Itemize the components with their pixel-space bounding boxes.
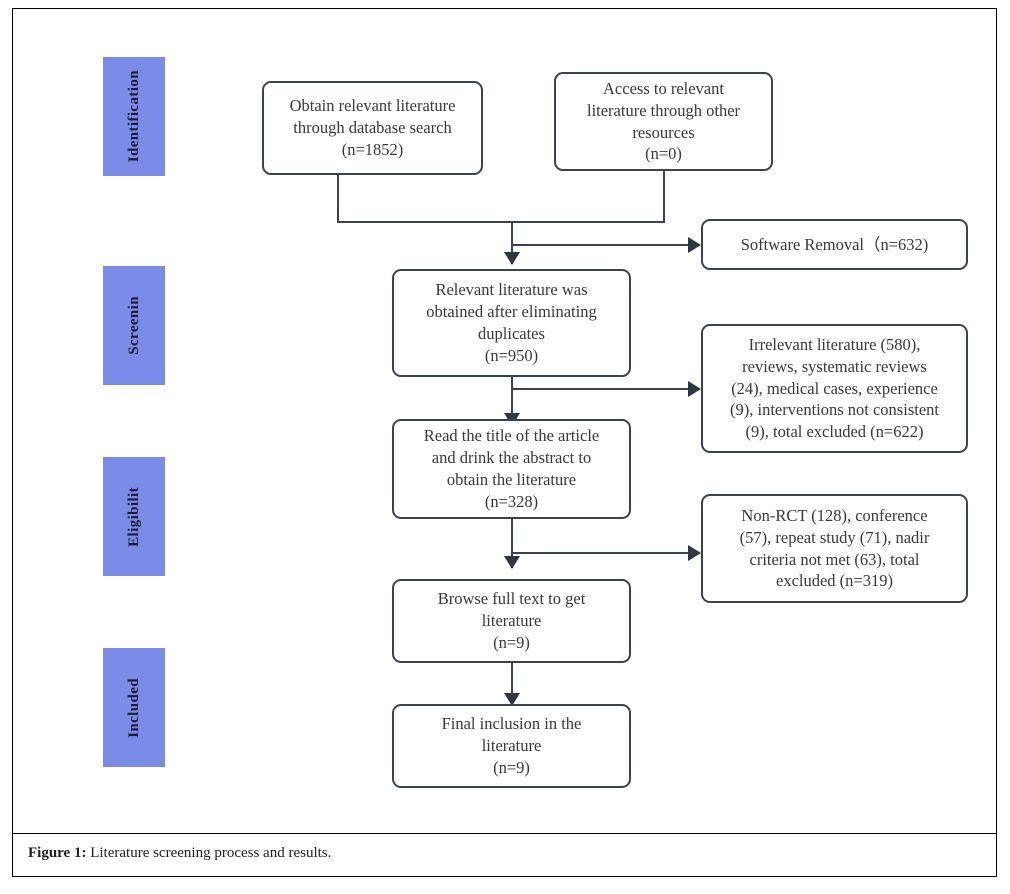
- connector-database-down: [337, 174, 339, 222]
- connector-merge-bar: [337, 221, 665, 223]
- connector-trunk-to-final: [511, 662, 513, 706]
- caption-divider: [12, 833, 997, 834]
- box-irrelevant-excluded-text: Irrelevant literature (580), reviews, sy…: [730, 335, 939, 442]
- stage-bar-included: Included: [103, 648, 165, 767]
- stage-label-eligibility: Eligibilit: [125, 486, 142, 547]
- box-final-inclusion[interactable]: Final inclusion in the literature (n=9): [392, 704, 631, 788]
- arrowhead-to-duplicates: [504, 252, 520, 265]
- figure-caption-text: Literature screening process and results…: [86, 845, 332, 861]
- box-duplicates-removed-text: Relevant literature was obtained after e…: [426, 280, 597, 365]
- figure-frame: [12, 8, 997, 877]
- connector-branch-software-removal: [511, 244, 691, 246]
- box-database-search-text: Obtain relevant literature through datab…: [289, 96, 456, 159]
- box-duplicates-removed[interactable]: Relevant literature was obtained after e…: [392, 269, 631, 377]
- connector-branch-irrelevant: [511, 388, 691, 390]
- box-fulltext-review-text: Browse full text to get literature (n=9): [437, 589, 586, 652]
- stage-label-included: Included: [125, 677, 142, 738]
- stage-bar-eligibility: Eligibilit: [103, 457, 165, 576]
- box-other-resources[interactable]: Access to relevant literature through ot…: [554, 72, 773, 171]
- box-fulltext-excluded-text: Non-RCT (128), conference (57), repeat s…: [739, 505, 930, 591]
- box-irrelevant-excluded[interactable]: Irrelevant literature (580), reviews, sy…: [701, 324, 968, 453]
- box-title-abstract-screen[interactable]: Read the title of the article and drink …: [392, 419, 631, 519]
- stage-label-screening: Screenin: [125, 296, 142, 355]
- connector-trunk-to-duplicates: [511, 221, 513, 264]
- box-fulltext-review[interactable]: Browse full text to get literature (n=9): [392, 579, 631, 663]
- box-final-inclusion-text: Final inclusion in the literature (n=9): [441, 714, 582, 777]
- box-other-resources-text: Access to relevant literature through ot…: [586, 78, 741, 164]
- box-database-search[interactable]: Obtain relevant literature through datab…: [262, 81, 483, 175]
- connector-branch-fulltext-excluded: [511, 552, 691, 554]
- arrowhead-to-fulltext: [504, 556, 520, 569]
- connector-other-down: [663, 170, 665, 222]
- stage-bar-identification: Identification: [103, 57, 165, 176]
- connector-trunk-to-title-abstract: [511, 376, 513, 425]
- box-title-abstract-screen-text: Read the title of the article and drink …: [423, 426, 600, 511]
- figure-caption: Figure 1: Literature screening process a…: [28, 845, 331, 862]
- box-software-removal[interactable]: Software Removal（n=632): [701, 219, 968, 270]
- stage-label-identification: Identification: [125, 70, 142, 163]
- box-software-removal-text: Software Removal（n=632): [740, 234, 929, 254]
- arrowhead-software-removal: [688, 237, 701, 253]
- connector-trunk-to-fulltext: [511, 518, 513, 568]
- stage-bar-screening: Screenin: [103, 266, 165, 385]
- arrowhead-fulltext-excluded: [688, 545, 701, 561]
- box-fulltext-excluded[interactable]: Non-RCT (128), conference (57), repeat s…: [701, 494, 968, 603]
- arrowhead-irrelevant: [688, 381, 701, 397]
- figure-caption-label: Figure 1:: [28, 845, 87, 861]
- arrowhead-to-final: [504, 693, 520, 706]
